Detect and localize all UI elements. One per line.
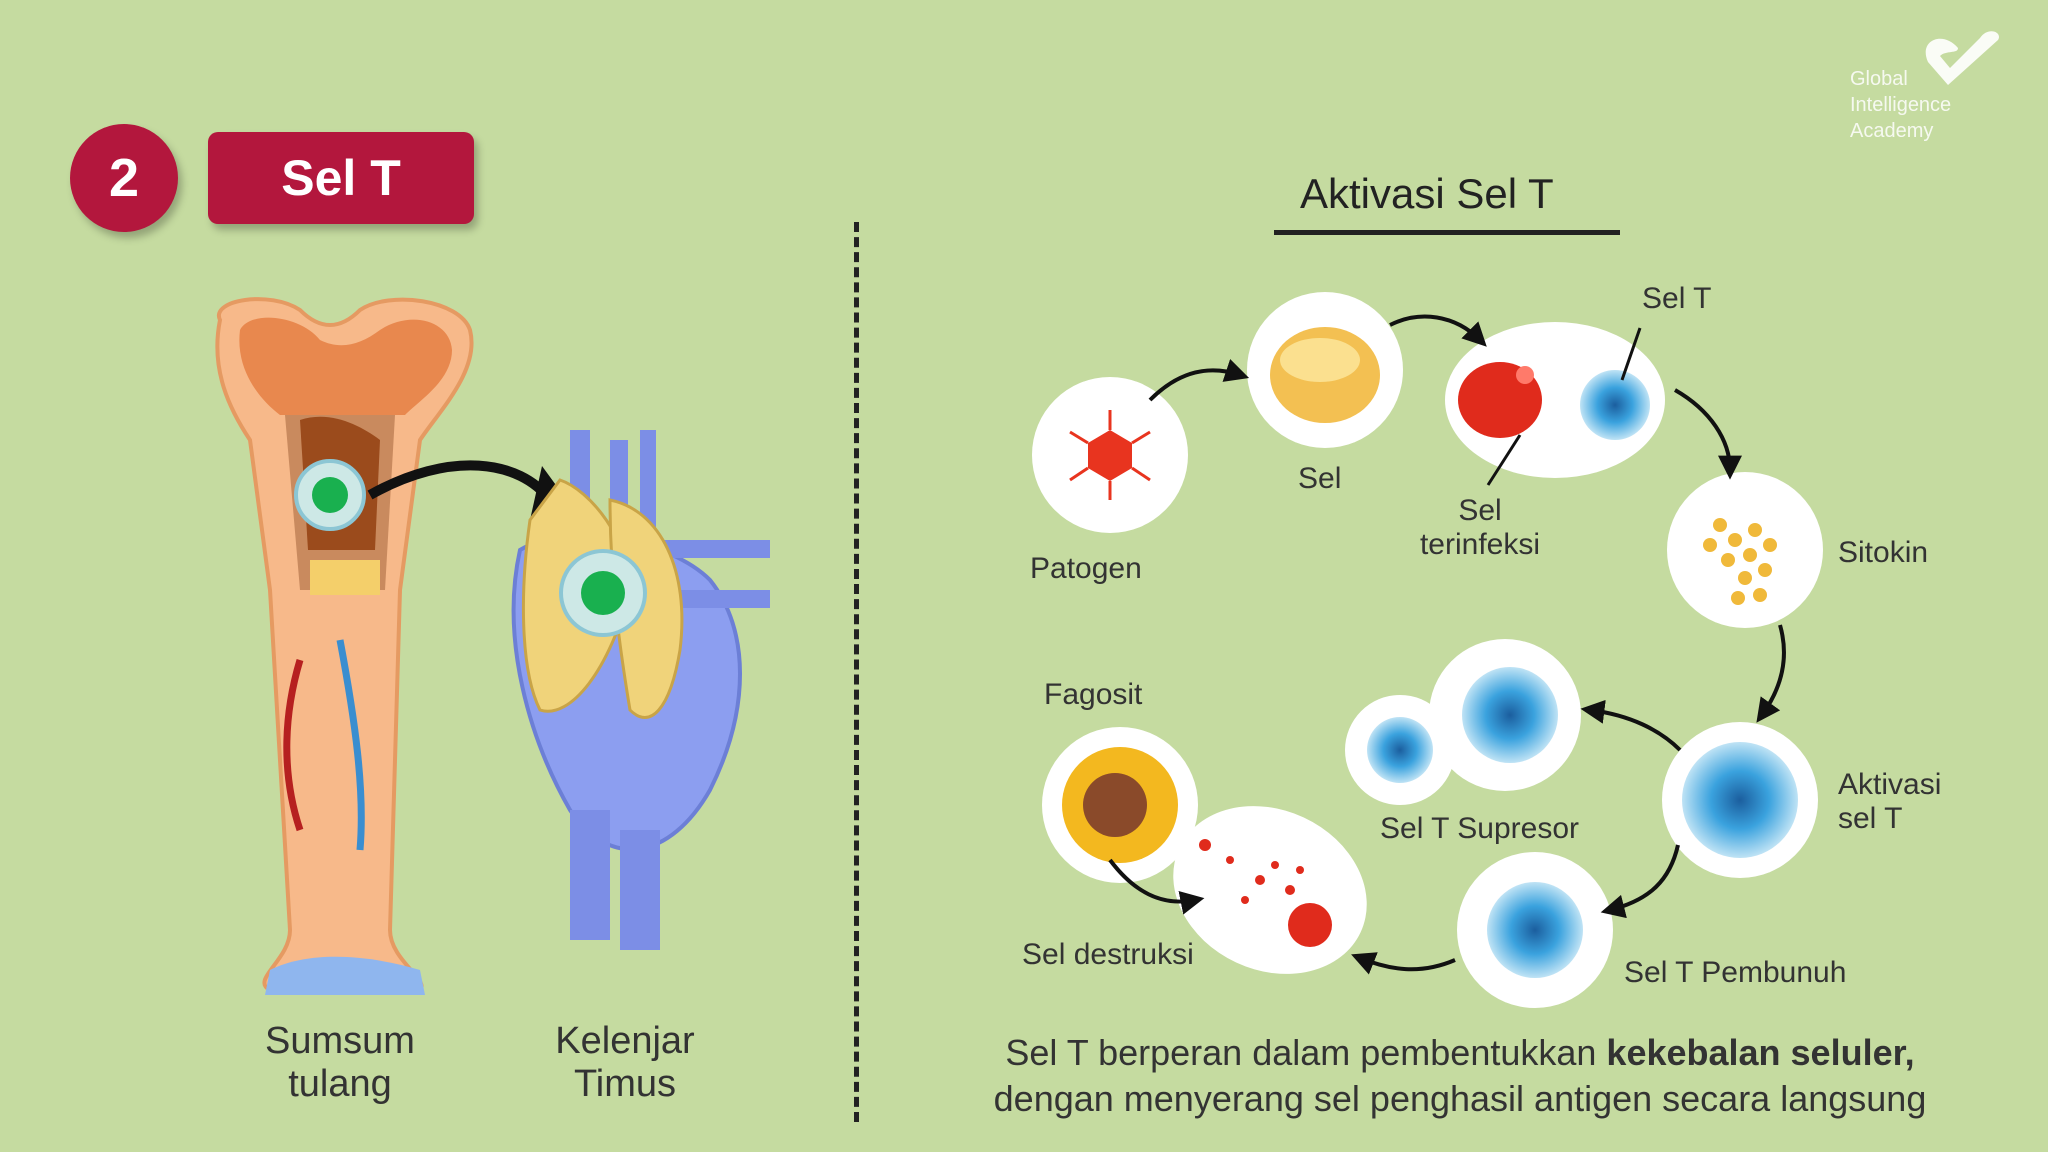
section-number-badge: 2 [70,124,178,232]
dashed-divider [854,222,859,1122]
caption-text: Sel T berperan dalam pembentukkan kekeba… [993,1032,1927,1119]
activated-t-cell-icon [1682,742,1798,858]
suppressor-t-cell-icon [1462,667,1558,763]
label-sel-t: Sel T [1642,282,1712,315]
cytokine-circle [1667,472,1823,628]
diagram-title: Aktivasi Sel T [1300,170,1554,217]
label-patogen: Patogen [1030,552,1142,585]
diagram-title-underline [1274,230,1620,235]
thymus-heart-icon [511,430,770,950]
bone-thymus-illustration [215,297,770,995]
logo-text: Global Intelligence Academy [1850,68,1952,142]
t-cell-activation-cycle [1032,292,1823,1008]
cycle-arrows [1108,314,1786,975]
pathogen-icon [1088,430,1132,481]
cytokine-icon [1703,518,1777,605]
heart-logo-icon [1925,31,1999,85]
bone-icon [215,297,474,995]
destroyed-cell-icon [1199,839,1332,947]
label-fagosit: Fagosit [1044,678,1143,711]
label-sel-t-pembunuh: Sel T Pembunuh [1624,956,1847,989]
t-cell-icon [1580,370,1650,440]
section-title: Sel T [208,132,474,224]
label-sel: Sel [1298,462,1342,495]
killer-t-cell-icon [1487,882,1583,978]
label-sel-destruksi: Sel destruksi [1022,938,1194,971]
label-sel-t-supresor: Sel T Supresor [1380,812,1579,845]
label-sitokin: Sitokin [1838,536,1929,569]
